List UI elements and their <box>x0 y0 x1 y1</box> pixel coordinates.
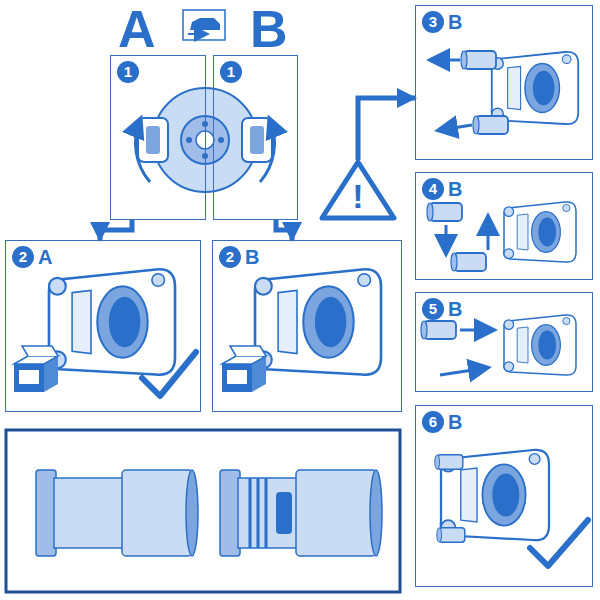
step-panel: 1 <box>110 55 206 220</box>
warning-sign: ! <box>318 158 398 222</box>
callout-number: 3 <box>422 11 444 33</box>
variant-letter: B <box>448 298 462 320</box>
step-panel: 4B <box>415 172 593 280</box>
variant-letter: B <box>448 178 462 200</box>
step-heading: 2B <box>219 246 259 268</box>
flow-arrow <box>358 98 415 160</box>
checkmark <box>142 352 196 396</box>
warning-mark: ! <box>318 178 398 214</box>
car-icon <box>183 10 225 40</box>
flow-arrow <box>276 220 292 240</box>
caliper <box>49 269 175 374</box>
step-heading: 1 <box>220 61 242 83</box>
step-heading: 6B <box>422 411 462 433</box>
variant-letter: B <box>245 246 259 268</box>
flow-arrow <box>100 220 132 240</box>
pin-comparison <box>6 430 400 592</box>
callout-number: 2 <box>219 246 241 268</box>
parts-box <box>222 346 266 392</box>
callout-number: 5 <box>422 298 444 320</box>
step-panel: 1 <box>213 55 298 220</box>
step-heading: 5B <box>422 298 462 320</box>
callout-number: 4 <box>422 178 444 200</box>
callout-number: 2 <box>12 246 34 268</box>
step-panel: 3B <box>415 5 593 160</box>
parts-box <box>14 346 58 392</box>
step-heading: 3B <box>422 11 462 33</box>
step-remove <box>432 51 578 134</box>
step-panel: 2A <box>5 240 201 412</box>
caliper <box>255 269 381 374</box>
step-panel: 2B <box>212 240 402 412</box>
step-swap <box>427 202 576 271</box>
step-heading: 2A <box>12 246 52 268</box>
step-insert <box>421 315 576 375</box>
callout-number: 6 <box>422 411 444 433</box>
variant-letter: A <box>38 246 52 268</box>
step-heading: 4B <box>422 178 462 200</box>
variant-letter: B <box>448 11 462 33</box>
step-heading: 1 <box>117 61 139 83</box>
step-done <box>435 450 588 566</box>
step-panel: 5B <box>415 292 593 392</box>
callout-number: 1 <box>220 61 242 83</box>
variant-heading: A <box>118 3 156 55</box>
variant-heading: B <box>250 3 288 55</box>
variant-letter: B <box>448 411 462 433</box>
callout-number: 1 <box>117 61 139 83</box>
step-panel: 6B <box>415 405 593 587</box>
